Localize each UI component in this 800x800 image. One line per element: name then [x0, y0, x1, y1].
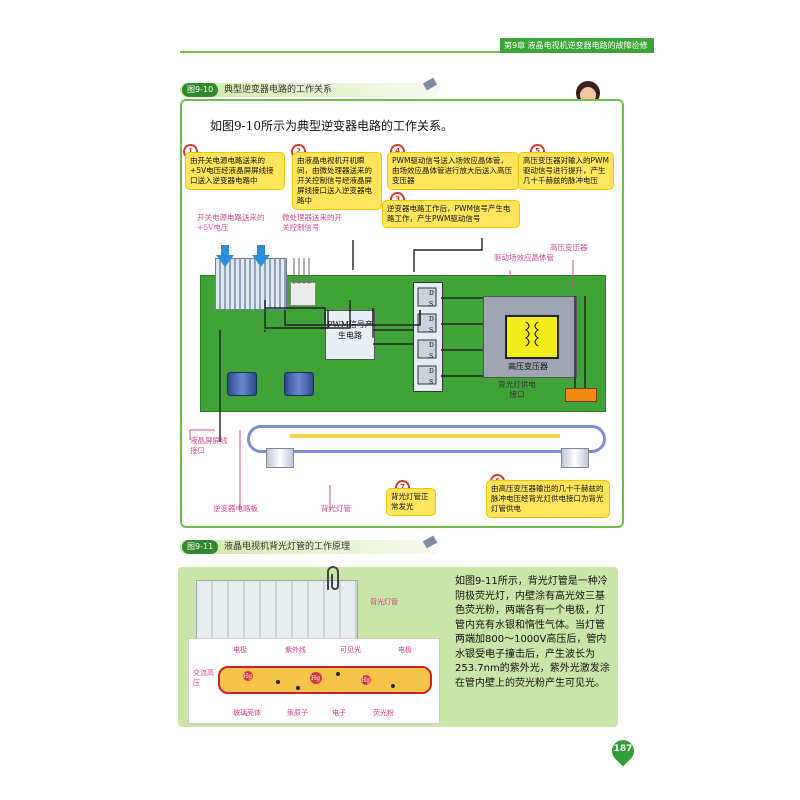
- label-tube: 背光灯管: [370, 598, 398, 606]
- tube-end-left: [266, 448, 294, 468]
- svg-text:D: D: [429, 368, 434, 375]
- label-switch-power: 开关电源电路送来的+5V电压: [197, 213, 265, 232]
- backlight-port-connector: [565, 388, 597, 402]
- label-mercury: 汞原子: [287, 709, 308, 717]
- label-phosphor: 荧光粉: [373, 709, 394, 717]
- transformer-symbol-icon: [525, 321, 539, 347]
- transformer-core: [505, 315, 559, 359]
- svg-text:S: S: [429, 379, 433, 386]
- callout-6: 由高压变压器输出的几十千赫兹的脉冲电压经背光灯供电接口为背光灯管供电: [486, 480, 610, 518]
- label-electrode-right: 电极: [398, 646, 412, 654]
- figure2-number: 图9-11: [182, 540, 219, 554]
- svg-text:S: S: [429, 353, 433, 360]
- callout-5: 高压变压器对输入的PWM驱动信号进行提升，产生几十千赫兹的脉冲电压: [518, 152, 614, 190]
- connector-heatsink: [215, 258, 287, 310]
- label-electron: 电子: [332, 709, 346, 717]
- pencil-icon: [422, 535, 438, 549]
- label-ac-high: 交流高压: [193, 669, 214, 687]
- svg-text:Hg: Hg: [361, 677, 370, 684]
- lamp-tube: [218, 666, 432, 694]
- label-fet: 驱动场效应晶体管: [494, 253, 554, 262]
- svg-text:S: S: [429, 327, 433, 334]
- label-backlight-tube: 背光灯管: [321, 504, 351, 513]
- label-hv-transformer-top: 高压变压器: [550, 243, 588, 252]
- figure1-title: 典型逆变器电路的工作关系: [224, 85, 333, 95]
- label-backlight-port: 背光灯供电接口: [498, 380, 536, 399]
- svg-text:Hg: Hg: [243, 673, 252, 680]
- label-glass: 玻璃壳体: [233, 709, 261, 717]
- figure1-number: 图9-10: [182, 83, 219, 97]
- figure2-title-bar: [180, 540, 440, 554]
- figure2-description: 如图9-11所示，背光灯管是一种冷阴极荧光灯，内壁涂有高光效三基色荧光粉，两端各…: [455, 576, 610, 689]
- ribbon-cable: [293, 258, 310, 284]
- pencil-icon: [422, 77, 438, 91]
- tube-end-right: [561, 448, 589, 468]
- capacitor-left: [227, 372, 257, 396]
- callout-1: 由开关电源电路送来的+5V电压经液晶屏屏线接口送入逆变器电路中: [185, 152, 285, 190]
- ribbon-connector: [290, 282, 316, 306]
- label-hv-transformer: 高压变压器: [508, 362, 548, 371]
- paperclip-icon: [327, 566, 339, 590]
- svg-text:D: D: [429, 342, 434, 349]
- label-inverter-board: 逆变器电路板: [213, 504, 258, 513]
- figure1-title-bar: [180, 83, 440, 97]
- arrow-down-icon: [216, 245, 270, 267]
- svg-text:Hg: Hg: [311, 675, 320, 682]
- callout-3: 逆变器电路工作后，PWM信号产生电路工作，产生PWM驱动信号: [382, 200, 520, 228]
- svg-text:D: D: [429, 316, 434, 323]
- header-rule: [180, 51, 640, 53]
- label-electrode-left: 电极: [233, 646, 247, 654]
- figure1-intro: 如图9-10所示为典型逆变器电路的工作关系。: [210, 119, 453, 133]
- callout-4: PWM驱动信号送入场效应晶体管，由场效应晶体管进行放大后送入高压变压器: [387, 152, 519, 190]
- chapter-header: 第9章 液晶电视机逆变器电路的故障检修: [500, 38, 654, 53]
- backlight-tube: [247, 425, 606, 453]
- svg-text:S: S: [429, 301, 433, 308]
- capacitor-right: [284, 372, 314, 396]
- callout-2: 由液晶电视机开机瞬间，由微处理器送来的开关控制信号经液晶屏屏线接口送入逆变器电路…: [292, 152, 382, 210]
- signal-lines: [189, 238, 586, 510]
- svg-text:D: D: [429, 290, 434, 297]
- label-mcu-signal: 微处理器送来的开关控制信号: [282, 213, 342, 232]
- tube-glow: [290, 434, 560, 438]
- callout-7: 背光灯管正常发光: [386, 488, 436, 516]
- figure2-title: 液晶电视机背光灯管的工作原理: [224, 542, 351, 552]
- label-uv: 紫外线: [285, 646, 306, 654]
- label-lcd-port: 液晶屏屏线接口: [190, 436, 228, 455]
- label-visible: 可见光: [340, 646, 361, 654]
- page-number: 187: [613, 744, 633, 754]
